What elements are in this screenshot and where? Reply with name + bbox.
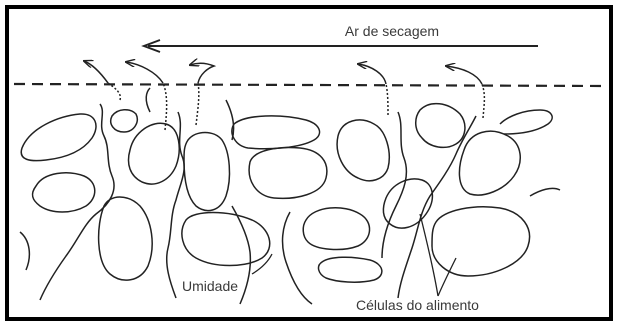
moisture-channel <box>530 188 560 196</box>
moisture-channel <box>146 88 150 112</box>
food-cell <box>383 179 432 228</box>
moisture-channel <box>382 112 406 258</box>
food-cell <box>232 116 320 149</box>
leader-line-moisture <box>252 254 272 274</box>
evaporation-arrow <box>386 84 388 115</box>
food-cell <box>432 207 530 276</box>
drying-air-label: Ar de secagem <box>345 23 439 39</box>
evaporation-arrow <box>84 61 108 83</box>
evaporation-arrow <box>126 62 163 83</box>
leader-line-food-cells <box>420 214 438 296</box>
label-leader-lines <box>252 214 456 296</box>
evaporation-arrow <box>482 84 484 118</box>
food-cell <box>337 120 389 181</box>
moisture-channel <box>500 110 552 134</box>
moisture-channel <box>167 112 184 298</box>
moisture-channel <box>40 104 114 300</box>
moisture-channel <box>398 116 476 298</box>
evaporation-arrow <box>446 66 482 84</box>
food-cell <box>303 208 369 250</box>
food-cells <box>21 104 529 283</box>
food-cell <box>33 173 95 212</box>
food-cell <box>129 123 180 184</box>
evaporation-arrow <box>190 63 214 83</box>
food-cell <box>319 257 382 282</box>
moisture-channel <box>283 212 312 304</box>
evaporation-arrow <box>108 83 120 100</box>
evaporation-arrows <box>84 61 484 130</box>
drying-air-arrow <box>144 40 538 52</box>
leader-line-food-cells <box>438 258 456 296</box>
food-cell <box>184 133 229 211</box>
food-cell <box>111 110 138 132</box>
moisture-channels <box>20 88 560 304</box>
moisture-channel <box>20 232 29 270</box>
surface-boundary-line <box>14 84 608 86</box>
food-cell <box>99 197 153 280</box>
evaporation-arrow <box>196 83 199 125</box>
food-cell <box>182 213 270 266</box>
food-cell <box>249 148 327 199</box>
food-cell <box>459 131 520 195</box>
evaporation-arrow <box>358 64 386 84</box>
moisture-label: Umidade <box>182 278 238 294</box>
food-cell <box>416 104 465 148</box>
food-cells-label: Células do alimento <box>356 297 479 313</box>
food-cell <box>21 114 96 161</box>
